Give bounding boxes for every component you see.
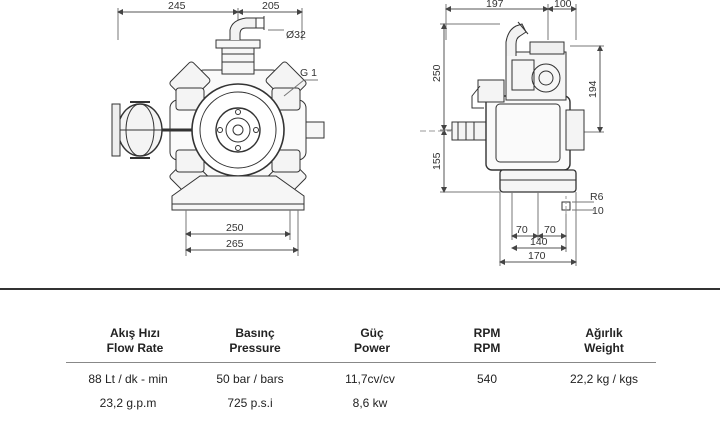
dim-base-inner: 250	[226, 222, 244, 234]
dim-194-height: 194	[587, 80, 599, 98]
spec-value-flow-gpm: 23,2 g.p.m	[99, 396, 157, 410]
dim-170: 170	[528, 250, 546, 262]
spec-label-en: Weight	[584, 341, 624, 355]
dim-155-height: 155	[431, 152, 443, 170]
dim-245: 245	[168, 0, 186, 12]
spec-value-power-cv: 11,7cv/cv	[345, 372, 395, 386]
dim-250-height: 250	[431, 64, 443, 82]
dim-outlet-diameter: Ø32	[286, 29, 306, 41]
spec-label-en: Flow Rate	[106, 341, 164, 355]
spec-header-pressure: Basınç Pressure	[195, 326, 315, 356]
dim-197: 197	[486, 0, 504, 10]
spec-label-tr: Güç	[360, 326, 384, 340]
dim-thread: G 1	[300, 67, 317, 79]
spec-header-flow-rate: Akış Hızı Flow Rate	[75, 326, 195, 356]
dim-slot: 10	[592, 205, 604, 217]
spec-label-en: RPM	[473, 341, 501, 355]
spec-label-tr: Akış Hızı	[109, 326, 160, 340]
spec-label-en: Power	[353, 341, 390, 355]
spec-header-power: Güç Power	[312, 326, 432, 356]
spec-label-en: Pressure	[229, 341, 281, 355]
section-divider	[0, 288, 720, 290]
dim-140: 140	[530, 236, 548, 248]
technical-drawing: 245 205 Ø32 G 1 250 265	[111, 0, 604, 266]
dim-hole-right: 70	[544, 224, 556, 236]
dim-base-outer: 265	[226, 238, 244, 250]
dim-radius: R6	[590, 191, 604, 203]
dim-hole-left: 70	[516, 224, 528, 236]
side-view	[420, 4, 604, 266]
spec-value-rpm: 540	[476, 372, 498, 386]
spec-value-pressure-psi: 725 p.s.i	[227, 396, 273, 410]
spec-value-power-kw: 8,6 kw	[352, 396, 388, 410]
front-view	[111, 8, 325, 256]
spec-header-rpm: RPM RPM	[427, 326, 547, 356]
spec-value-weight: 22,2 kg / kgs	[569, 372, 639, 386]
spec-label-tr: Basınç	[235, 326, 275, 340]
spec-value-flow-lpm: 88 Lt / dk - min	[88, 372, 168, 386]
dim-205: 205	[262, 0, 280, 12]
spec-header-rule	[66, 362, 656, 363]
spec-value-pressure-bar: 50 bar / bars	[216, 372, 284, 386]
dim-100: 100	[554, 0, 572, 10]
spec-label-tr: Ağırlık	[585, 326, 623, 340]
spec-header-weight: Ağırlık Weight	[544, 326, 664, 356]
spec-label-tr: RPM	[473, 326, 501, 340]
